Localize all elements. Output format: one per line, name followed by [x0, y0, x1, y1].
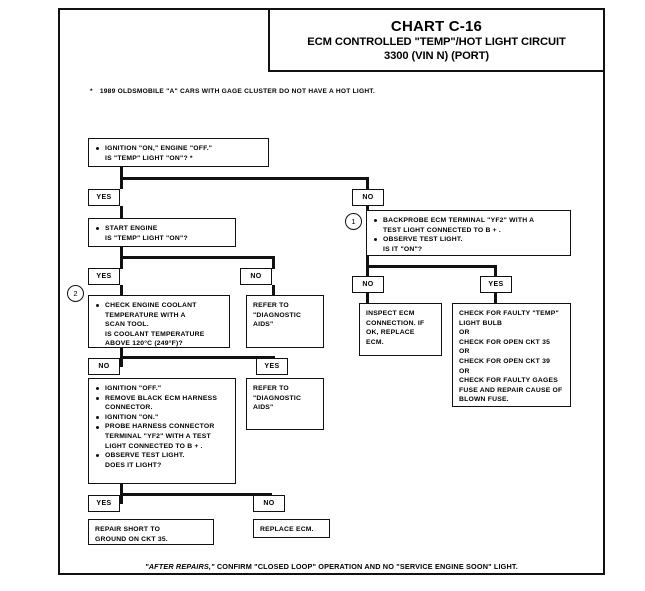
box-refer-diagnostic-aids-1[interactable]: REFER TO "DIAGNOSTIC AIDS"	[246, 295, 324, 348]
label-yes-backprobe: YES	[480, 276, 512, 293]
label-no-harness: NO	[253, 495, 285, 512]
label-yes-start: YES	[88, 189, 120, 206]
box-refer-diagnostic-aids-2[interactable]: REFER TO "DIAGNOSTIC AIDS"	[246, 378, 324, 430]
connector-harness-horizontal	[120, 493, 272, 496]
box-replace-ecm[interactable]: REPLACE ECM.	[253, 519, 330, 538]
box-check-coolant-temp[interactable]: CHECK ENGINE COOLANT TEMPERATURE WITH A …	[88, 295, 230, 348]
connector-yes-to-coolant	[120, 285, 123, 295]
chart-subtitle-line1: ECM CONTROLLED "TEMP"/HOT LIGHT CIRCUIT	[307, 35, 566, 48]
box-check-for-faulty-items[interactable]: CHECK FOR FAULTY "TEMP" LIGHT BULB OR CH…	[452, 303, 571, 407]
connector-start-stem	[120, 166, 123, 180]
box-harness-line-7: LIGHT CONNECTED TO B + .	[105, 442, 203, 450]
connector-backprobe-stem	[366, 256, 369, 268]
connector-start-horizontal	[120, 177, 369, 180]
box-coolant-line-4: IS COOLANT TEMPERATURE	[105, 330, 205, 338]
footer-after-repairs: "AFTER REPAIRS,"	[145, 562, 215, 571]
box-coolant-line-5: ABOVE 120°C (249°F)?	[105, 340, 183, 348]
label-no-start: NO	[352, 189, 384, 206]
connector-yes-to-start-engine	[120, 206, 123, 218]
chart-title-block: CHART C-16 ECM CONTROLLED "TEMP"/HOT LIG…	[268, 8, 605, 72]
chart-subtitle-line2: 3300 (VIN N) (PORT)	[383, 49, 490, 62]
connector-yes-to-check-faulty	[494, 293, 497, 303]
label-no-coolant: NO	[88, 358, 120, 375]
connector-harness-stem	[120, 484, 123, 496]
box-backprobe-line-1: BACKPROBE ECM TERMINAL "YF2" WITH A	[373, 216, 564, 226]
label-yes-harness: YES	[88, 495, 120, 512]
box-harness-line-6: TERMINAL "YF2" WITH A TEST	[105, 432, 211, 440]
connector-backprobe-yes-stem	[494, 265, 497, 276]
connector-coolant-no-stem	[120, 356, 123, 367]
box-backprobe-line-4: IS IT "ON"?	[383, 245, 423, 253]
footnote-text: 1989 OLDSMOBILE "A" CARS WITH GAGE CLUST…	[99, 88, 375, 95]
connector-no-to-diag-aids-1	[272, 285, 275, 295]
box-harness-line-8: OBSERVE TEST LIGHT.	[95, 451, 229, 461]
connector-no-to-inspect-ecm	[366, 293, 369, 303]
connector-start-engine-no-stem	[272, 256, 275, 269]
box-start-decision[interactable]: IGNITION "ON," ENGINE "OFF." IS "TEMP" L…	[88, 138, 269, 167]
box-harness-line-1: IGNITION "OFF."	[95, 384, 229, 394]
box-coolant-line-1: CHECK ENGINE COOLANT	[95, 301, 223, 311]
label-yes-coolant: YES	[256, 358, 288, 375]
label-no-start-engine: NO	[240, 268, 272, 285]
box-start-line-1: IGNITION "ON," ENGINE "OFF."	[95, 144, 262, 154]
box-start-engine[interactable]: START ENGINE IS "TEMP" LIGHT "ON"?	[88, 218, 236, 247]
connector-start-engine-stem	[120, 247, 123, 259]
box-harness-line-4: IGNITION "ON."	[95, 413, 229, 423]
chart-number: CHART C-16	[390, 17, 483, 35]
box-harness-line-5: PROBE HARNESS CONNECTOR	[95, 422, 229, 432]
connector-start-yes-stem	[120, 177, 123, 189]
connector-backprobe-horizontal	[366, 265, 497, 268]
box-coolant-line-2: TEMPERATURE WITH A	[105, 311, 186, 319]
footer-text: CONFIRM "CLOSED LOOP" OPERATION AND NO "…	[214, 562, 518, 571]
box-inspect-ecm-connection[interactable]: INSPECT ECM CONNECTION. IF OK, REPLACE E…	[359, 303, 442, 356]
label-no-backprobe: NO	[352, 276, 384, 293]
footnote-asterisk: *	[90, 88, 93, 95]
connector-start-engine-yes-stem	[120, 256, 123, 269]
box-harness-line-2: REMOVE BLACK ECM HARNESS	[95, 394, 229, 404]
box-harness-line-9: DOES IT LIGHT?	[105, 461, 162, 469]
connector-harness-yes-stem	[120, 493, 123, 504]
box-backprobe-line-3: OBSERVE TEST LIGHT.	[373, 235, 564, 245]
box-start-engine-line-1: START ENGINE	[95, 224, 229, 234]
footer-note: "AFTER REPAIRS," CONFIRM "CLOSED LOOP" O…	[58, 562, 605, 571]
connector-start-engine-horizontal	[120, 256, 275, 259]
box-repair-short-to-ground[interactable]: REPAIR SHORT TO GROUND ON CKT 35.	[88, 519, 214, 545]
connector-backprobe-no-stem	[366, 265, 369, 276]
connector-coolant-stem	[120, 347, 123, 359]
box-backprobe-ecm-terminal[interactable]: BACKPROBE ECM TERMINAL "YF2" WITH A TEST…	[366, 210, 571, 256]
connector-coolant-horizontal	[120, 356, 275, 359]
box-backprobe-line-2: TEST LIGHT CONNECTED TO B + .	[383, 226, 502, 234]
footnote: * 1989 OLDSMOBILE "A" CARS WITH GAGE CLUS…	[90, 88, 375, 95]
box-start-engine-line-2: IS "TEMP" LIGHT "ON"?	[105, 234, 188, 242]
box-harness-line-3: CONNECTOR.	[105, 404, 153, 412]
step-marker-1: 1	[345, 213, 362, 230]
box-start-line-2: IS "TEMP" LIGHT "ON"? *	[105, 154, 193, 162]
box-coolant-line-3: SCAN TOOL.	[105, 321, 149, 329]
box-harness-probe[interactable]: IGNITION "OFF." REMOVE BLACK ECM HARNESS…	[88, 378, 236, 484]
connector-start-no-stem	[366, 177, 369, 189]
step-marker-2: 2	[67, 285, 84, 302]
label-yes-start-engine: YES	[88, 268, 120, 285]
